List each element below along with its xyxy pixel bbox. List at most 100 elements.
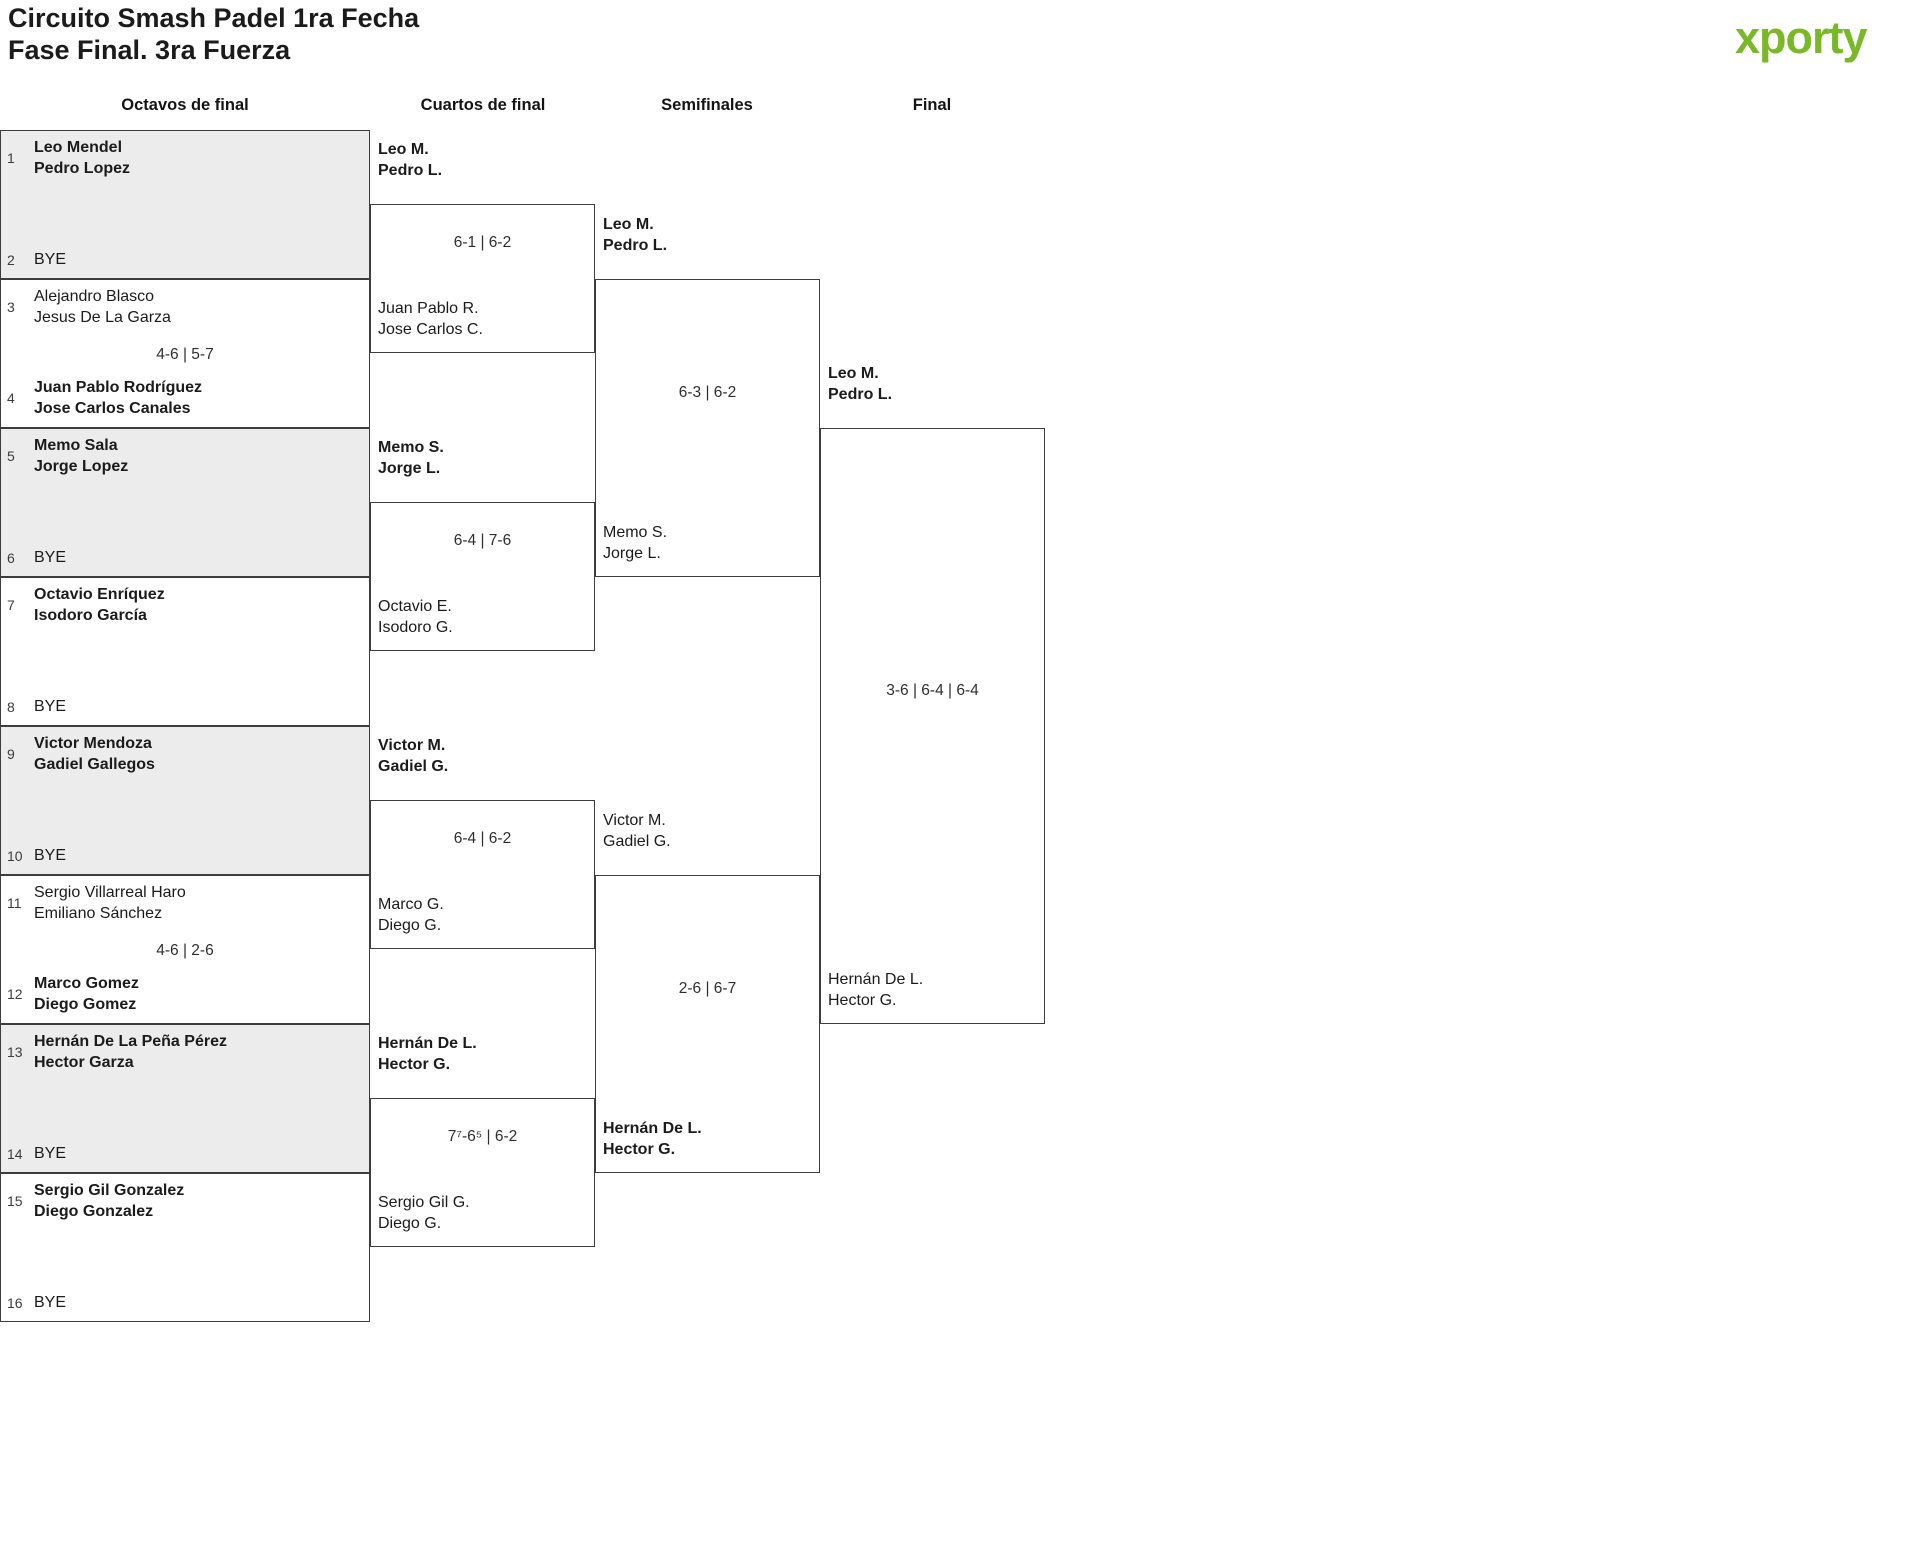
- team-row: 4 Juan Pablo Rodríguez Jose Carlos Canal…: [7, 377, 202, 419]
- team-name: Diego G.: [378, 1215, 442, 1232]
- team-row: 9 Victor Mendoza Gadiel Gallegos: [7, 733, 155, 775]
- round-header-cuartos: Cuartos de final: [420, 96, 546, 114]
- seed-number: 9: [7, 746, 15, 762]
- seed-number: 2: [7, 251, 15, 268]
- match-score: 2-6 | 6-7: [678, 980, 737, 997]
- seed-number: 10: [7, 847, 23, 864]
- tournament-title-line2: Fase Final. 3ra Fuerza: [8, 35, 291, 65]
- match-score: 6-4 | 7-6: [453, 532, 512, 549]
- seed-number: 1: [7, 150, 15, 166]
- bottom-team-label: Sergio Gil G. Diego G.: [378, 1192, 470, 1234]
- match-box-octavos-1: 1 Leo Mendel Pedro Lopez 2 BYE: [0, 130, 370, 279]
- match-score: 4-6 | 2-6: [156, 942, 214, 959]
- team-name: Octavio Enríquez: [34, 586, 165, 603]
- team-name: Pedro Lopez: [34, 160, 131, 177]
- team-row: 2 BYE: [7, 249, 66, 270]
- team-name: BYE: [34, 549, 67, 566]
- team-name: Hector G.: [828, 992, 897, 1009]
- team-name: Marco G.: [378, 896, 444, 913]
- team-row: 7 Octavio Enríquez Isodoro García: [7, 584, 165, 626]
- match-box-octavos-6: 11 Sergio Villarreal Haro Emiliano Sánch…: [0, 875, 370, 1024]
- round-header-octavos: Octavos de final: [121, 96, 249, 114]
- advancing-team-label: Leo M. Pedro L.: [828, 363, 892, 405]
- team-name: Jorge L.: [603, 545, 661, 562]
- seed-number: 5: [7, 448, 15, 464]
- seed-number: 8: [7, 698, 15, 715]
- team-row: 12 Marco Gomez Diego Gomez: [7, 973, 139, 1015]
- tournament-title: Circuito Smash Padel 1ra Fecha Fase Fina…: [8, 2, 419, 66]
- team-row: 3 Alejandro Blasco Jesus De La Garza: [7, 286, 171, 328]
- team-name: Leo M.: [378, 141, 429, 158]
- logo-wordmark: xporty: [1735, 12, 1868, 63]
- team-name: Jorge L.: [378, 460, 441, 477]
- match-box-octavos-5: 9 Victor Mendoza Gadiel Gallegos 10 BYE: [0, 726, 370, 875]
- seed-number: 12: [7, 986, 23, 1002]
- team-name: Isodoro G.: [378, 619, 453, 636]
- advancing-team-label: Hernán De L. Hector G.: [378, 1033, 477, 1075]
- team-name: Octavio E.: [378, 598, 452, 615]
- tournament-title-line1: Circuito Smash Padel 1ra Fecha: [8, 3, 420, 33]
- team-name: Juan Pablo R.: [378, 300, 479, 317]
- team-name: Memo S.: [603, 524, 668, 541]
- bottom-team-label: Hernán De L. Hector G.: [828, 969, 923, 1011]
- team-name: Hernán De L.: [603, 1120, 702, 1137]
- bottom-team-label: Hernán De L. Hector G.: [603, 1118, 702, 1160]
- team-name: Pedro L.: [603, 237, 668, 254]
- team-row: 8 BYE: [7, 696, 66, 717]
- team-name: Alejandro Blasco: [34, 288, 155, 305]
- team-name: Diego Gonzalez: [34, 1203, 154, 1220]
- advancing-team-label: Victor M. Gadiel G.: [603, 810, 671, 852]
- team-name: Hernán De L.: [378, 1035, 477, 1052]
- team-name: Juan Pablo Rodríguez: [34, 379, 203, 396]
- bottom-team-label: Octavio E. Isodoro G.: [378, 596, 453, 638]
- team-name: Victor M.: [378, 737, 446, 754]
- seed-number: 16: [7, 1294, 23, 1311]
- team-row: 6 BYE: [7, 547, 66, 568]
- team-name: Sergio Gil Gonzalez: [34, 1182, 185, 1199]
- team-name: Jose Carlos C.: [378, 321, 483, 338]
- advancing-team-label: Victor M. Gadiel G.: [378, 735, 448, 777]
- seed-number: 3: [7, 299, 15, 315]
- team-name: Victor Mendoza: [34, 735, 152, 752]
- team-name: Isodoro García: [34, 607, 147, 624]
- seed-number: 4: [7, 390, 15, 406]
- match-score: 6-4 | 6-2: [453, 830, 512, 847]
- team-name: BYE: [34, 698, 67, 715]
- match-score: 6-1 | 6-2: [453, 234, 512, 251]
- team-row: 13 Hernán De La Peña Pérez Hector Garza: [7, 1031, 227, 1073]
- team-name: Jose Carlos Canales: [34, 400, 191, 417]
- match-box-final: Leo M. Pedro L. 3-6 | 6-4 | 6-4 Hernán D…: [820, 365, 1045, 1024]
- team-row: 16 BYE: [7, 1292, 66, 1313]
- match-box-octavos-8: 15 Sergio Gil Gonzalez Diego Gonzalez 16…: [0, 1173, 370, 1322]
- team-name: Leo Mendel: [34, 139, 123, 156]
- match-box-semifinal-2: Victor M. Gadiel G. 2-6 | 6-7 Hernán De …: [595, 812, 820, 1173]
- bottom-team-label: Marco G. Diego G.: [378, 894, 444, 936]
- bottom-team-label: Juan Pablo R. Jose Carlos C.: [378, 298, 483, 340]
- team-name: Leo M.: [603, 216, 654, 233]
- team-name: Gadiel G.: [378, 758, 449, 775]
- seed-number: 14: [7, 1145, 23, 1162]
- match-box-cuartos-2: Memo S. Jorge L. 6-4 | 7-6 Octavio E. Is…: [370, 439, 595, 651]
- match-box-octavos-2: 3 Alejandro Blasco Jesus De La Garza 4-6…: [0, 279, 370, 428]
- team-name: BYE: [34, 251, 67, 268]
- seed-number: 6: [7, 549, 15, 566]
- match-box-octavos-3: 5 Memo Sala Jorge Lopez 6 BYE: [0, 428, 370, 577]
- team-name: Diego G.: [378, 917, 442, 934]
- team-row: 1 Leo Mendel Pedro Lopez: [7, 137, 130, 179]
- seed-number: 15: [7, 1193, 23, 1209]
- team-name: Hernán De L.: [828, 971, 924, 988]
- seed-number: 7: [7, 597, 15, 613]
- team-name: Sergio Gil G.: [378, 1194, 470, 1211]
- team-name: Memo Sala: [34, 437, 118, 454]
- team-name: Sergio Villarreal Haro: [34, 884, 186, 901]
- team-name: Leo M.: [828, 365, 879, 382]
- team-name: BYE: [34, 847, 67, 864]
- team-name: Hernán De La Peña Pérez: [34, 1033, 227, 1050]
- bottom-team-label: Memo S. Jorge L.: [603, 522, 667, 564]
- team-name: Gadiel G.: [603, 833, 671, 850]
- match-box-octavos-4: 7 Octavio Enríquez Isodoro García 8 BYE: [0, 577, 370, 726]
- team-row: 15 Sergio Gil Gonzalez Diego Gonzalez: [7, 1180, 184, 1222]
- seed-number: 11: [7, 895, 22, 911]
- match-score: 6-3 | 6-2: [678, 384, 737, 401]
